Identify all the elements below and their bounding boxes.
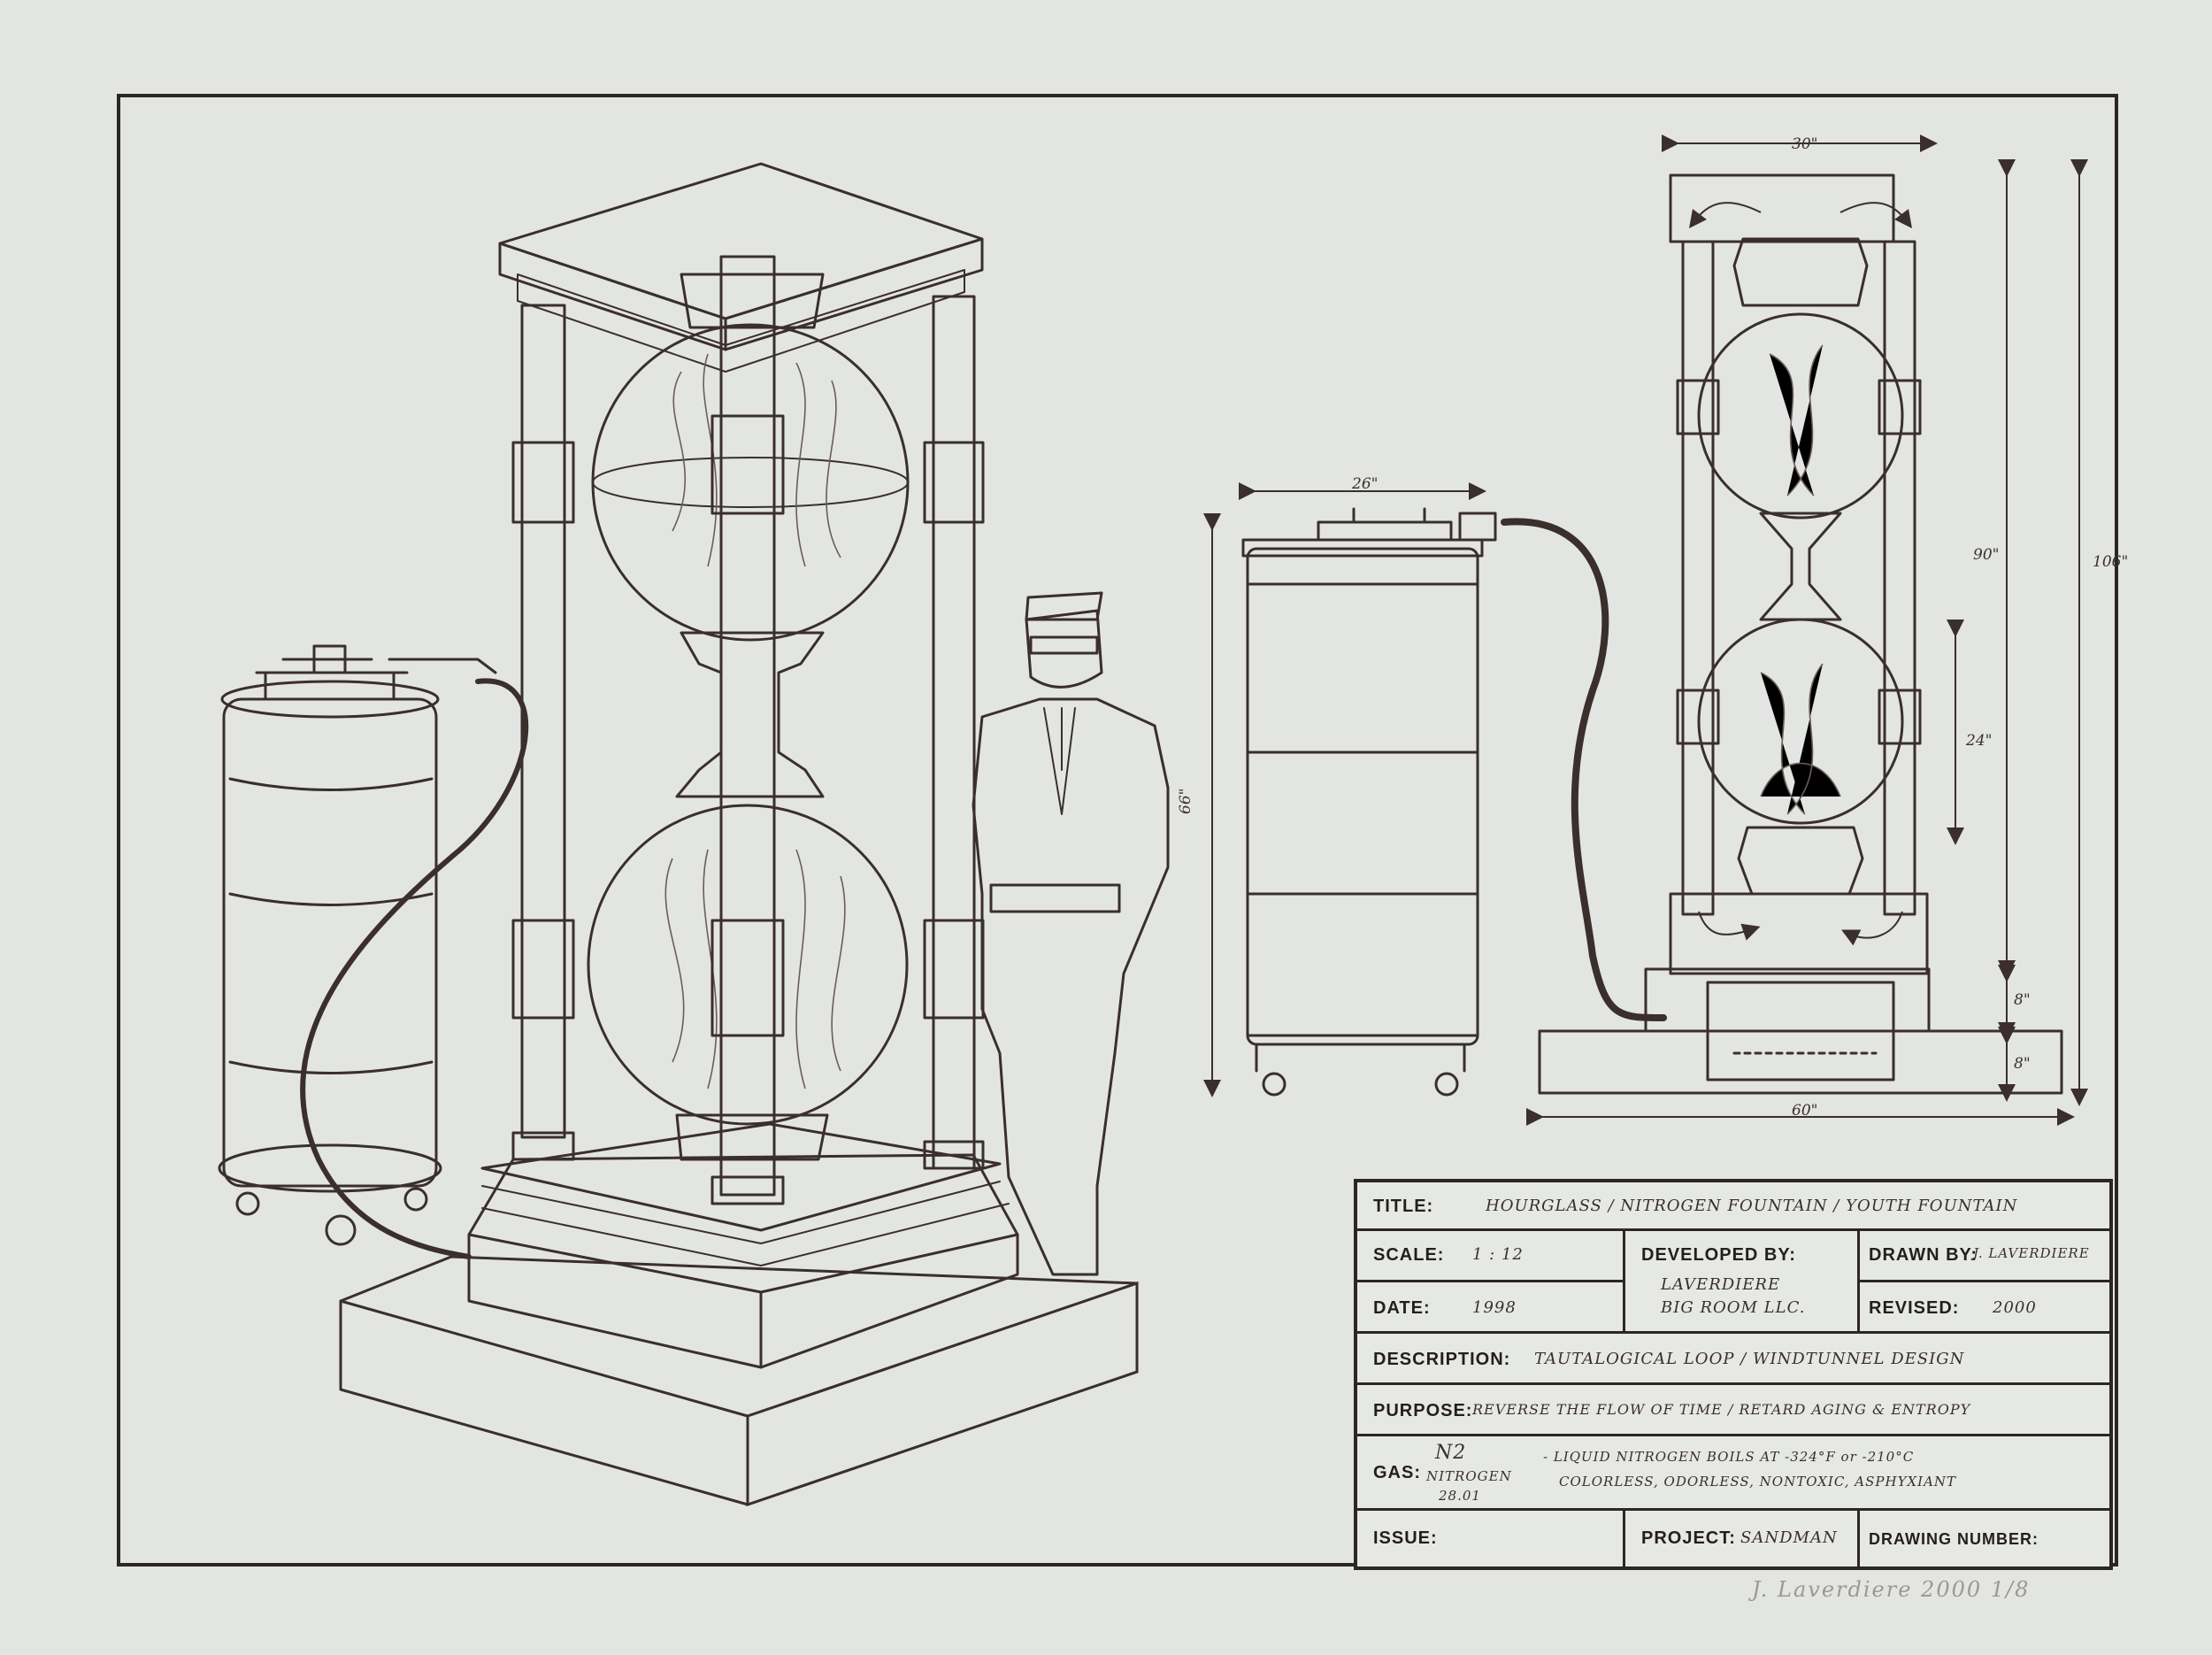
dim-dewar-height: 66" — [1177, 789, 1194, 814]
base-slab — [339, 1255, 1139, 1507]
purpose-row: PURPOSE: REVERSE THE FLOW OF TIME / RETA… — [1357, 1385, 2109, 1436]
scale-date-row: SCALE: 1 : 12 DATE: 1998 DEVELOPED BY: L… — [1357, 1231, 2113, 1334]
description-row: DESCRIPTION: TAUTALOGICAL LOOP / WINDTUN… — [1357, 1334, 2109, 1385]
title-row: TITLE: HOURGLASS / NITROGEN FOUNTAIN / Y… — [1357, 1182, 2109, 1231]
dim-base-width: 60" — [1792, 1102, 1817, 1120]
purpose-label: PURPOSE: — [1373, 1401, 1473, 1420]
dim-total-height: 106" — [2093, 553, 2128, 571]
scale-figure — [972, 591, 1170, 1276]
purpose-value: REVERSE THE FLOW OF TIME / RETARD AGING … — [1472, 1401, 1971, 1418]
perspective-view — [218, 162, 1170, 1507]
artist-signature: J. Laverdiere 2000 1/8 — [1752, 1577, 2031, 1602]
revised-value: 2000 — [1993, 1298, 2037, 1317]
date-label: DATE: — [1373, 1298, 1431, 1318]
gas-formula: N2 — [1435, 1442, 1467, 1464]
canopy — [498, 162, 984, 373]
developed-by-label: DEVELOPED BY: — [1641, 1245, 1796, 1265]
drawing-number-label: DRAWING NUMBER: — [1869, 1530, 2039, 1548]
drawing-border — [117, 94, 2118, 1566]
title-label: TITLE: — [1373, 1197, 1434, 1216]
developed-by-line1: LAVERDIERE — [1661, 1275, 1781, 1294]
dim-plinth-height: 8" — [2014, 991, 2031, 1009]
scale-label: SCALE: — [1373, 1245, 1445, 1265]
description-label: DESCRIPTION: — [1373, 1350, 1511, 1369]
nitrogen-dewar — [218, 644, 529, 1259]
gas-label: GAS: — [1373, 1463, 1421, 1482]
fountain-elevation: 30" 106" 90" 24" 8" 8" 60" — [1526, 135, 2128, 1126]
gas-note-1: - LIQUID NITROGEN BOILS AT -324°F or -21… — [1543, 1449, 1915, 1465]
revised-label: REVISED: — [1869, 1298, 1960, 1318]
developed-by-line2: BIG ROOM LLC. — [1661, 1298, 1806, 1317]
project-value: SANDMAN — [1740, 1528, 1838, 1547]
columns — [511, 255, 985, 1205]
gas-name: NITROGEN — [1426, 1468, 1512, 1484]
dewar-elevation: 26" 66" — [1177, 475, 1667, 1097]
title-value: HOURGLASS / NITROGEN FOUNTAIN / YOUTH FO… — [1486, 1197, 2018, 1215]
issue-label: ISSUE: — [1373, 1528, 1438, 1548]
description-value: TAUTALOGICAL LOOP / WINDTUNNEL DESIGN — [1534, 1350, 1965, 1368]
date-value: 1998 — [1472, 1298, 1517, 1317]
lower-sphere — [587, 804, 909, 1126]
gas-row: GAS: N2 NITROGEN 28.01 - LIQUID NITROGEN… — [1357, 1436, 2109, 1511]
drawn-by-label: DRAWN BY: — [1869, 1245, 1978, 1265]
dim-sphere-height: 24" — [1965, 732, 1992, 750]
dim-frame-height: 90" — [1973, 546, 1999, 564]
issue-row: ISSUE: PROJECT: SANDMAN DRAWING NUMBER: — [1357, 1511, 2109, 1570]
gas-note-2: COLORLESS, ODORLESS, NONTOXIC, ASPHYXIAN… — [1559, 1474, 1957, 1490]
gas-mass: 28.01 — [1439, 1488, 1481, 1504]
title-block: TITLE: HOURGLASS / NITROGEN FOUNTAIN / Y… — [1354, 1179, 2113, 1570]
scale-value: 1 : 12 — [1472, 1245, 1524, 1264]
drawn-by-value: J. LAVERDIERE — [1973, 1245, 2090, 1261]
plinth — [467, 1122, 1019, 1369]
dim-base-height: 8" — [2014, 1055, 2031, 1073]
dim-frame-width: 30" — [1792, 135, 1817, 153]
project-label: PROJECT: — [1641, 1528, 1736, 1548]
upper-sphere — [591, 323, 910, 642]
dim-dewar-width: 26" — [1351, 475, 1378, 493]
